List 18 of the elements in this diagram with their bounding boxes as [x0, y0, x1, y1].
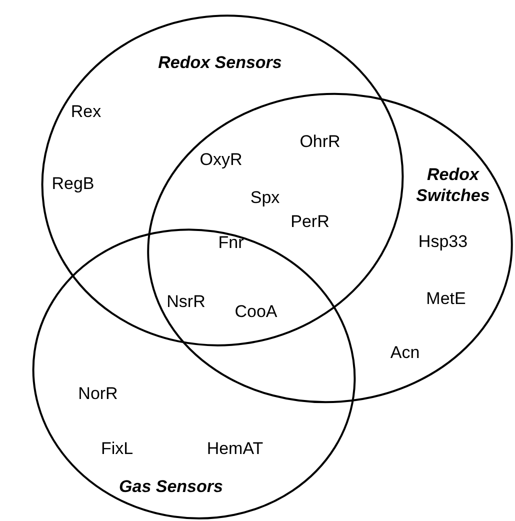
set-title: Redox Sensors [157, 52, 283, 73]
protein-name: Spx [250, 188, 280, 208]
protein-name: MetE [426, 289, 466, 309]
protein-name: Fnr [218, 233, 244, 253]
protein-name: NorR [78, 384, 118, 404]
protein-name: HemAT [206, 439, 264, 459]
protein-name: PerR [290, 212, 330, 232]
protein-name: FixL [100, 439, 134, 459]
protein-name: Acn [390, 343, 420, 363]
protein-name: CooA [234, 302, 278, 322]
protein-name: OhrR [300, 132, 340, 152]
protein-name: Hsp33 [418, 232, 468, 252]
protein-name: RegB [52, 174, 94, 194]
protein-name: OxyR [200, 150, 242, 170]
protein-name: Rex [70, 102, 102, 122]
set-title: Redox Switches [415, 164, 491, 206]
set-title: Gas Sensors [118, 476, 224, 497]
protein-name: NsrR [166, 292, 206, 312]
